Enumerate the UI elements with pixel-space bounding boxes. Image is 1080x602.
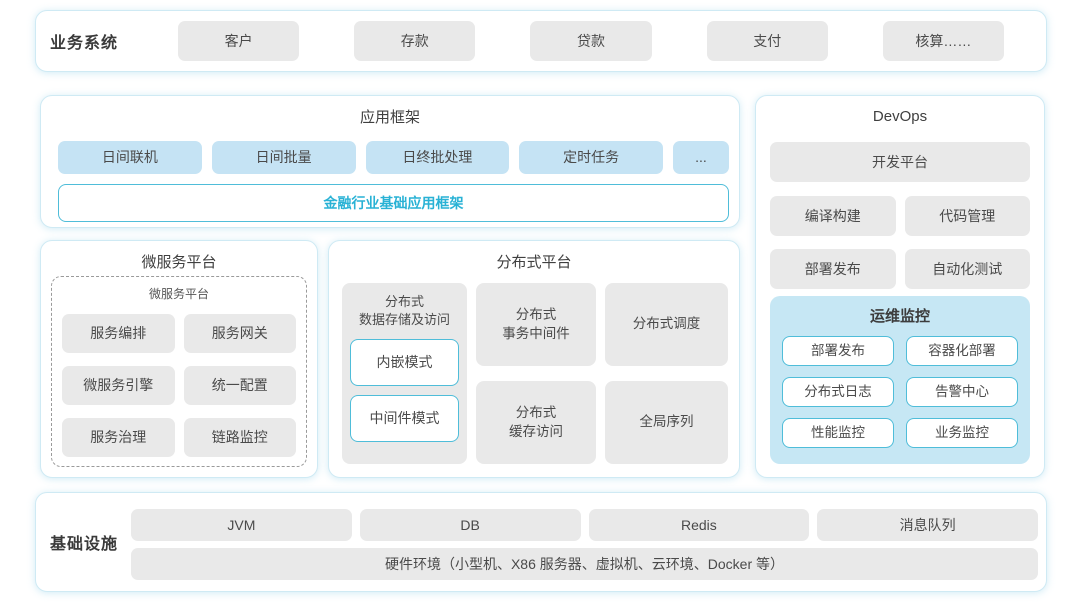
distributed-cache-access: 分布式 缓存访问 [476,381,596,464]
distributed-storage-label: 分布式 数据存储及访问 [358,294,450,327]
business-system-item-accounting: 核算…… [882,21,1005,61]
business-system-item-loan: 贷款 [530,21,652,61]
global-sequence: 全局序列 [605,381,728,464]
mon-business-monitoring: 业务监控 [906,418,1018,448]
microservice-grid: 服务编排 服务网关 微服务引擎 统一配置 服务治理 链路监控 [52,302,306,457]
devops-automated-testing: 自动化测试 [904,249,1030,289]
devops-row-1: 编译构建 代码管理 [770,196,1030,236]
mon-alert-center: 告警中心 [906,377,1018,407]
mon-performance-monitoring: 性能监控 [782,418,894,448]
distributed-platform-title: 分布式平台 [496,254,572,271]
infra-db: DB [359,509,581,541]
ms-service-gateway: 服务网关 [183,314,296,353]
module-scheduled-tasks: 定时任务 [519,141,663,174]
distributed-col-right: 分布式调度 全局序列 [605,283,728,464]
ms-service-governance: 服务治理 [62,418,175,457]
infrastructure-row: JVM DB Redis 消息队列 [131,509,1038,541]
devops-compile-build: 编译构建 [770,196,896,236]
infra-redis: Redis [588,509,810,541]
distributed-platform-card: 分布式平台 分布式 数据存储及访问 内嵌模式 中间件模式 分布式 事务中间件 分… [328,240,740,478]
ops-monitoring-grid: 部署发布 容器化部署 分布式日志 告警中心 性能监控 业务监控 [770,326,1030,448]
microservice-platform-title: 微服务平台 [141,254,217,271]
ms-unified-config: 统一配置 [183,366,296,405]
business-systems-row: 客户 存款 贷款 支付 核算…… [178,21,1005,61]
devops-row-2: 部署发布 自动化测试 [770,249,1030,289]
microservice-platform-card: 微服务平台 微服务平台 服务编排 服务网关 微服务引擎 统一配置 服务治理 链路… [40,240,318,478]
devops-deploy-release: 部署发布 [770,249,896,289]
microservice-inner-box: 微服务平台 服务编排 服务网关 微服务引擎 统一配置 服务治理 链路监控 [51,276,307,467]
ops-monitoring-title: 运维监控 [869,308,930,325]
devops-card: DevOps 开发平台 编译构建 代码管理 部署发布 自动化测试 运维监控 部署… [755,95,1045,478]
ms-trace-monitoring: 链路监控 [183,418,296,457]
distributed-col-middle: 分布式 事务中间件 分布式 缓存访问 [476,283,596,464]
devops-title: DevOps [872,108,928,125]
mon-container-deploy: 容器化部署 [906,336,1018,366]
storage-mode-embedded: 内嵌模式 [350,339,459,387]
distributed-body: 分布式 数据存储及访问 内嵌模式 中间件模式 分布式 事务中间件 分布式 缓存访… [342,283,728,464]
business-systems-label: 业务系统 [50,35,119,52]
app-framework-modules-row: 日间联机 日间批量 日终批处理 定时任务 ... [58,141,729,174]
module-more: ... [673,141,729,174]
business-system-item-customer: 客户 [178,21,300,61]
devops-code-management: 代码管理 [904,196,1030,236]
app-framework-card: 应用框架 日间联机 日间批量 日终批处理 定时任务 ... 金融行业基础应用框架 [40,95,740,228]
base-framework-strip: 金融行业基础应用框架 [58,184,729,222]
ops-monitoring-panel: 运维监控 部署发布 容器化部署 分布式日志 告警中心 性能监控 业务监控 [770,296,1030,464]
module-daytime-batch: 日间批量 [211,141,356,174]
app-framework-title: 应用框架 [359,109,420,126]
distributed-scheduling: 分布式调度 [605,283,728,366]
infrastructure-label: 基础设施 [50,536,119,553]
infra-hardware-environment: 硬件环境（小型机、X86 服务器、虚拟机、云环境、Docker 等） [131,548,1038,580]
business-system-item-payment: 支付 [706,21,828,61]
microservice-inner-title: 微服务平台 [148,287,209,301]
infra-message-queue: 消息队列 [817,509,1038,541]
business-systems-bar: 业务系统 客户 存款 贷款 支付 核算…… [35,10,1047,72]
distributed-transaction-middleware: 分布式 事务中间件 [476,283,596,366]
devops-dev-platform: 开发平台 [770,142,1030,182]
ms-microservice-engine: 微服务引擎 [62,366,175,405]
module-eod-batch: 日终批处理 [365,141,510,174]
module-daytime-online: 日间联机 [58,141,202,174]
infrastructure-bar: 基础设施 JVM DB Redis 消息队列 硬件环境（小型机、X86 服务器、… [35,492,1047,592]
infra-jvm: JVM [131,509,352,541]
business-system-item-deposit: 存款 [354,21,476,61]
ms-service-orchestration: 服务编排 [62,314,175,353]
storage-mode-middleware: 中间件模式 [350,395,459,443]
mon-deploy-release: 部署发布 [782,336,894,366]
mon-distributed-logs: 分布式日志 [782,377,894,407]
distributed-storage-box: 分布式 数据存储及访问 内嵌模式 中间件模式 [342,283,467,464]
